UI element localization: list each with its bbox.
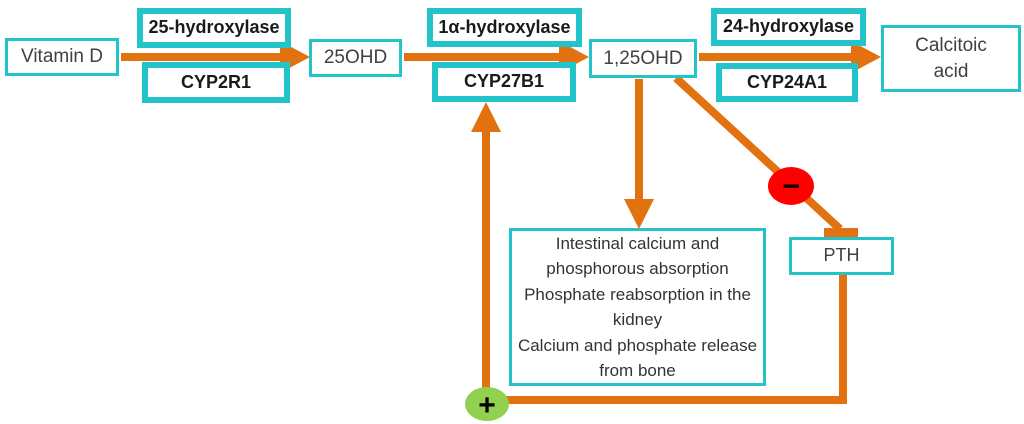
node-vitamin-d: Vitamin D xyxy=(5,38,119,76)
stimulation-arrowhead xyxy=(471,102,501,132)
effects-line-bone-release: Calcium and phosphate release from bone xyxy=(517,335,758,381)
node-calcitoic-acid: Calcitoic acid xyxy=(881,25,1021,92)
minus-icon: − xyxy=(782,170,800,203)
gene-cyp24a1: CYP24A1 xyxy=(716,63,858,102)
inhibition-line-125ohd-to-pth xyxy=(673,75,858,238)
enzyme-25-hydroxylase: 25-hydroxylase xyxy=(137,8,291,48)
enzyme-24-hydroxylase: 24-hydroxylase xyxy=(711,8,866,46)
node-25ohd: 25OHD xyxy=(309,39,402,77)
plus-icon: + xyxy=(478,389,496,422)
node-pth: PTH xyxy=(789,237,894,275)
minus-badge: − xyxy=(768,167,814,205)
gene-cyp2r1: CYP2R1 xyxy=(142,62,290,103)
effects-line-absorption: Intestinal calcium and phosphorous absor… xyxy=(546,233,729,279)
node-effects: Intestinal calcium and phosphorous absor… xyxy=(509,228,766,386)
effects-line-reabsorption: Phosphate reabsorption in the kidney xyxy=(524,284,751,330)
node-125ohd: 1,25OHD xyxy=(589,39,697,78)
enzyme-1a-hydroxylase: 1α-hydroxylase xyxy=(427,8,582,47)
plus-badge: + xyxy=(465,387,509,422)
arrow-125ohd-to-calcitoic xyxy=(699,41,881,73)
gene-cyp27b1: CYP27B1 xyxy=(432,62,576,102)
arrow-125ohd-to-effects xyxy=(624,79,654,229)
pth-feedback-line xyxy=(471,102,847,404)
